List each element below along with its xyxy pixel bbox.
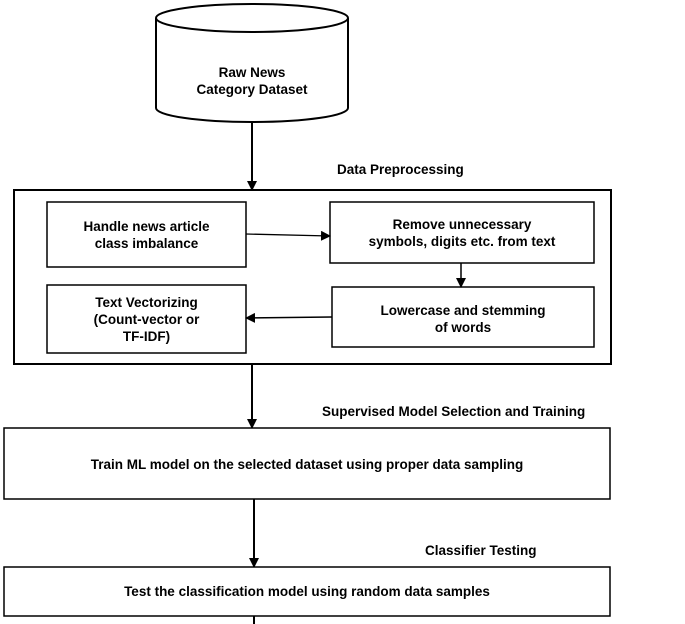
step-imbalance-box <box>46 201 247 268</box>
step-remove-symbols-box <box>329 201 595 264</box>
train-box <box>3 427 611 500</box>
step-imbalance-text: Handle news article class imbalance <box>83 219 210 251</box>
dataset-label-line2: Category Dataset <box>196 82 308 97</box>
test-box <box>3 566 611 617</box>
arrow-lowercase-to-vectorize <box>245 312 333 323</box>
train-text: Train ML model on the selected dataset u… <box>90 457 524 472</box>
step-lowercase-text: Lowercase and stemming of words <box>380 303 546 335</box>
section-preprocessing-label: Data Preprocessing <box>337 162 464 177</box>
test-text: Test the classification model using rand… <box>124 584 490 599</box>
step-vectorize-box <box>46 284 247 354</box>
step-remove-symbols-text: Remove unnecessary symbols, digits etc. … <box>368 217 556 249</box>
section-testing-label: Classifier Testing <box>425 543 537 558</box>
dataset-label: Raw News Category Dataset <box>156 64 348 98</box>
dataset-cylinder <box>155 3 349 123</box>
section-training-label: Supervised Model Selection and Training <box>322 404 586 419</box>
dataset-label-line1: Raw News <box>218 65 286 80</box>
step-vectorize-text: Text Vectorizing (Count-vector or TF-IDF… <box>93 295 200 344</box>
arrow-imbalance-to-remove <box>245 230 331 241</box>
